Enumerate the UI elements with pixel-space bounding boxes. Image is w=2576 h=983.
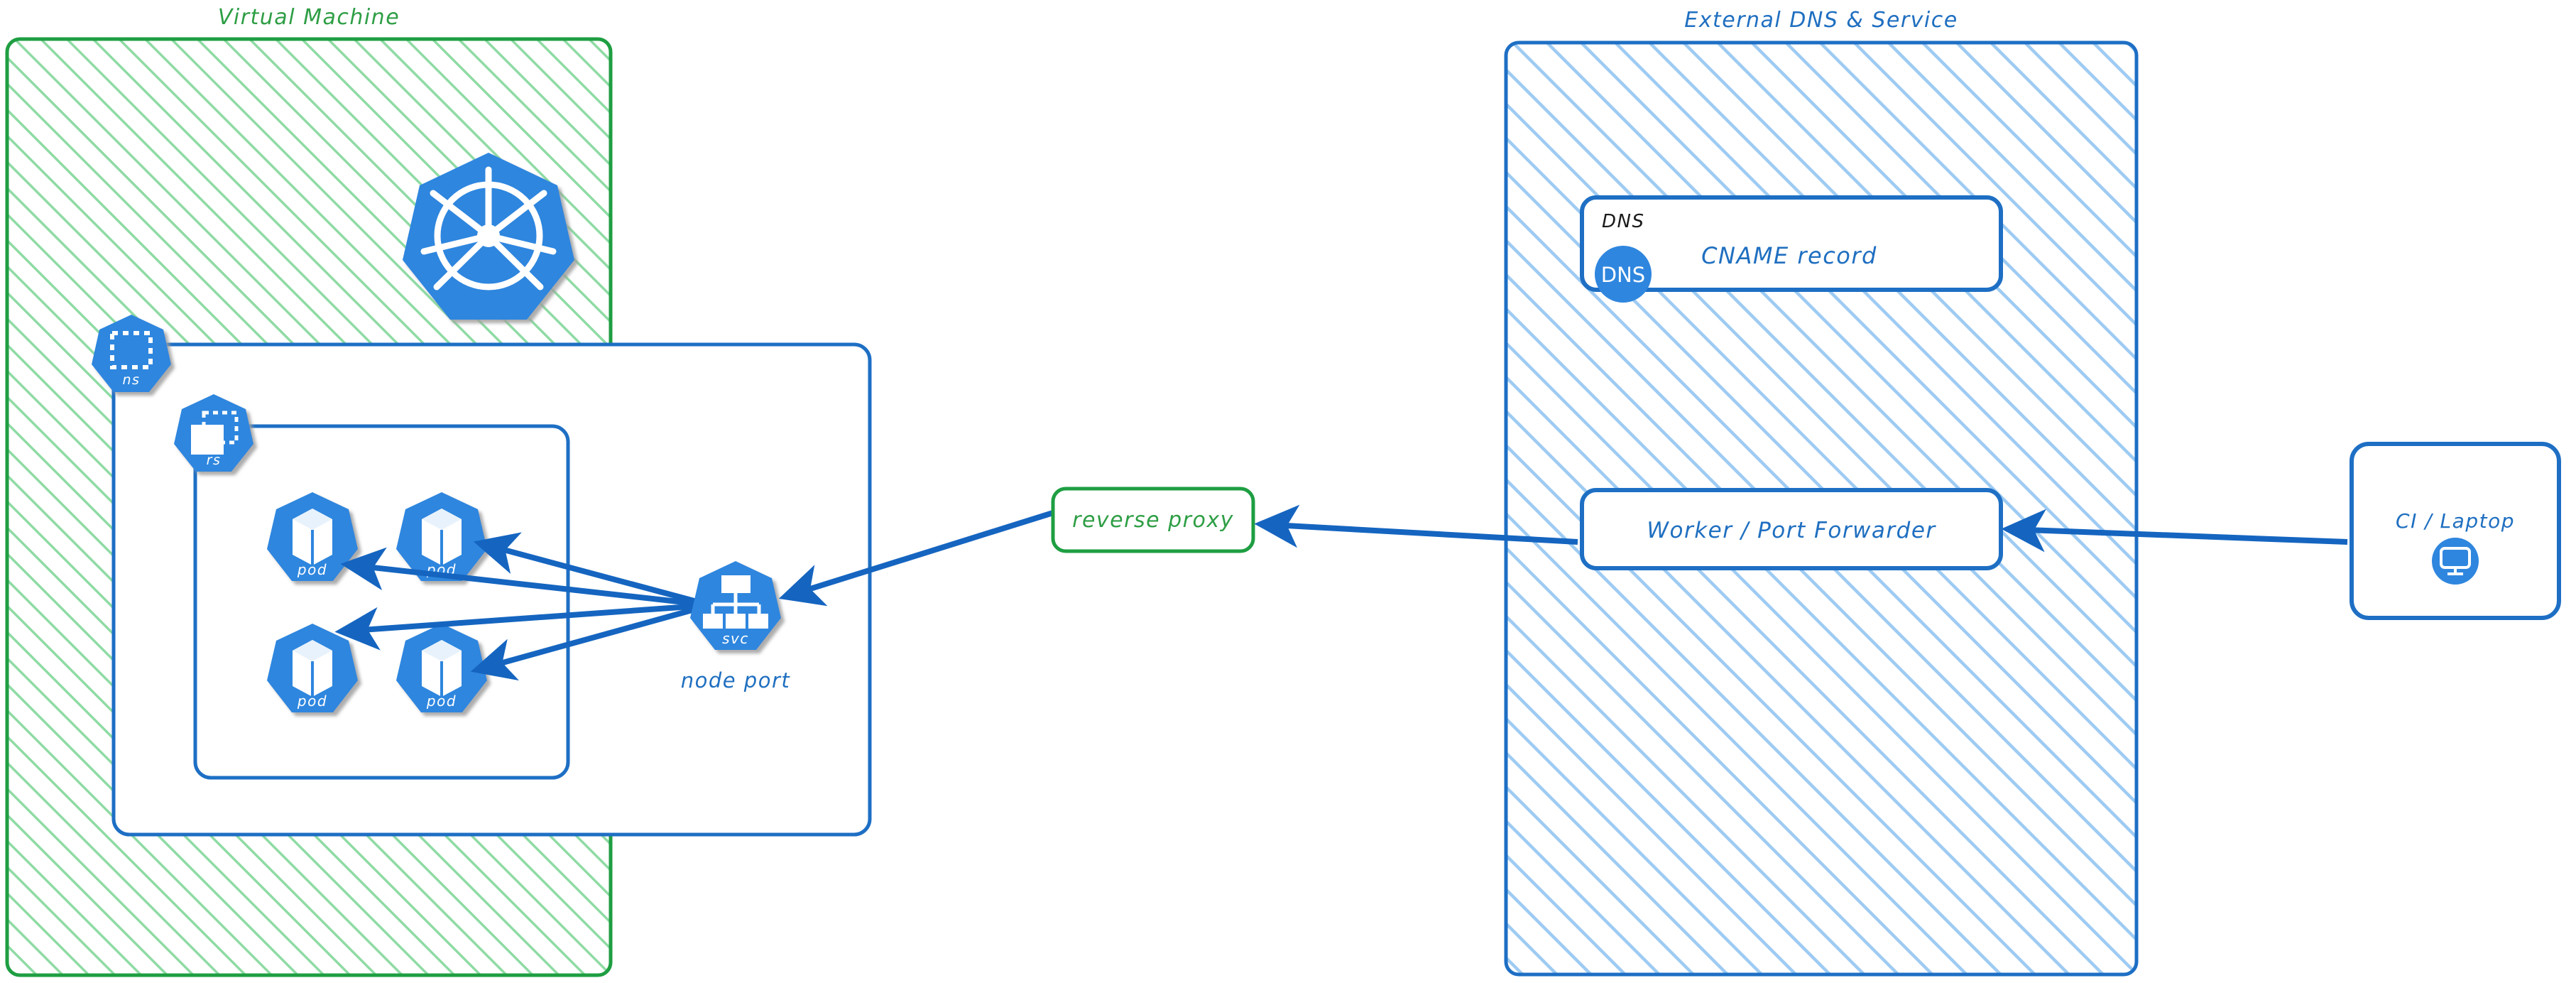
worker-to-reverse-proxy-arrow bbox=[1254, 504, 1578, 548]
replicaset-icon bbox=[191, 411, 239, 455]
dns-badge-text: DNS bbox=[1601, 263, 1645, 287]
worker-node[interactable]: Worker / Port Forwarder bbox=[1580, 488, 2003, 570]
service-icon: svc bbox=[690, 561, 781, 650]
service-tree-icon bbox=[703, 575, 768, 629]
svc-to-pod-3-arrow bbox=[334, 602, 711, 651]
pod-cube-icon bbox=[293, 640, 332, 697]
svc-to-pod-4-arrow bbox=[470, 602, 711, 681]
reverse-proxy-to-service-arrow bbox=[778, 510, 1054, 607]
external-panel-title: External DNS & Service bbox=[1684, 8, 1958, 33]
service-to-pod-arrows bbox=[334, 532, 711, 681]
pod-label-1: pod bbox=[297, 561, 327, 578]
dns-group-box[interactable] bbox=[1580, 195, 2003, 292]
reverse-proxy-box[interactable] bbox=[1051, 487, 1255, 553]
pod-icon-1: pod bbox=[267, 492, 358, 581]
svc-to-pod-1-arrow bbox=[340, 547, 711, 608]
dns-circle-icon: DNS bbox=[1595, 246, 1652, 303]
pod-label-3: pod bbox=[297, 693, 327, 710]
namespace-badge-label: ns bbox=[123, 372, 141, 388]
pod-cube-icon bbox=[422, 509, 462, 565]
worker-box[interactable] bbox=[1580, 488, 2003, 570]
ci-laptop-node[interactable]: CI / Laptop bbox=[2349, 442, 2561, 620]
node-port-caption: node port bbox=[681, 668, 791, 693]
pod-cube-icon bbox=[293, 509, 332, 565]
reverse-proxy-node[interactable]: reverse proxy bbox=[1051, 487, 1255, 553]
replicaset-badge: rs bbox=[174, 394, 253, 472]
namespace-icon bbox=[110, 331, 153, 369]
namespace-badge: ns bbox=[92, 315, 171, 392]
replicaset-box bbox=[193, 424, 570, 780]
virtual-machine-panel-title: Virtual Machine bbox=[218, 5, 400, 30]
replicaset-badge-label: rs bbox=[207, 452, 222, 468]
pod-cube-icon bbox=[422, 640, 462, 697]
ci-laptop-label: CI / Laptop bbox=[2396, 509, 2515, 533]
svc-to-pod-2-arrow bbox=[473, 532, 711, 608]
client-to-worker-arrow bbox=[2001, 509, 2348, 553]
reverse-proxy-label: reverse proxy bbox=[1072, 508, 1234, 533]
pod-icon-2: pod bbox=[396, 492, 487, 581]
cname-record-label: CNAME record bbox=[1701, 242, 1877, 269]
ci-laptop-box[interactable] bbox=[2349, 442, 2561, 620]
kubernetes-logo bbox=[403, 153, 574, 320]
worker-label: Worker / Port Forwarder bbox=[1647, 518, 1936, 543]
desktop-monitor-icon bbox=[2432, 538, 2479, 585]
service-badge-label: svc bbox=[722, 630, 749, 647]
pod-label-4: pod bbox=[426, 693, 457, 710]
pod-icon-4: pod bbox=[396, 624, 487, 712]
dns-group-node[interactable]: DNS DNS CNAME record bbox=[1580, 195, 2003, 303]
dns-group-label: DNS bbox=[1602, 211, 1644, 232]
